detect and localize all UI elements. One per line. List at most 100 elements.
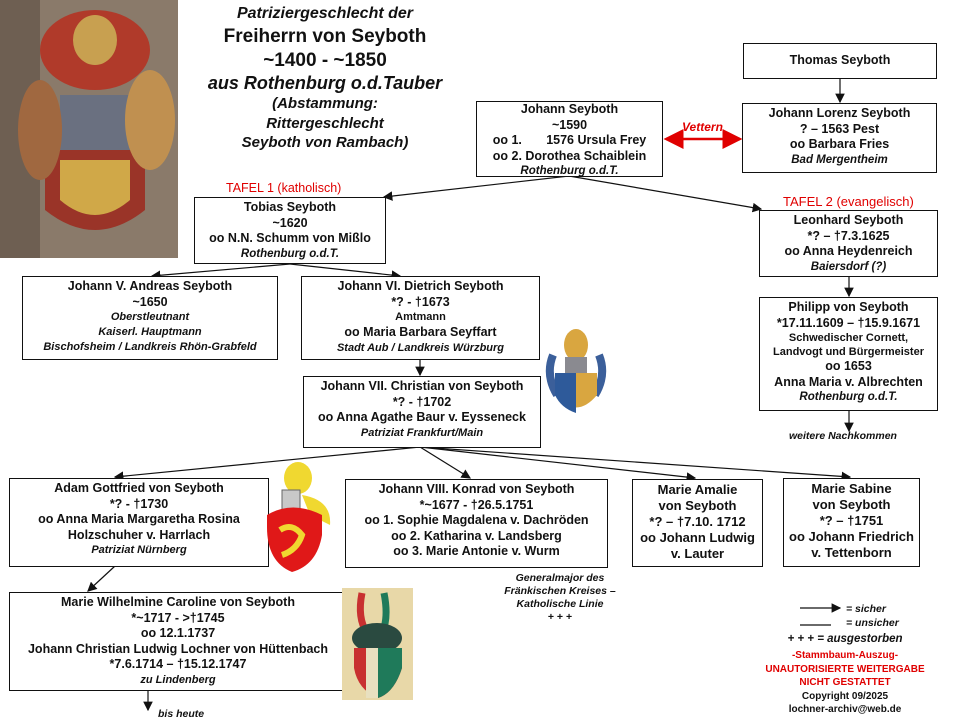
place: Patriziat Frankfurt/Main (360, 426, 484, 439)
place: Patriziat Nürnberg (91, 544, 187, 556)
title-line-5: (Abstammung: (272, 95, 378, 112)
vettern-label: Vettern (682, 120, 723, 134)
dates: *? – †1751 (819, 513, 884, 528)
arrow-christian-amalie (419, 446, 697, 482)
arrow-johann-leonhard (568, 175, 763, 213)
holzschuher-coat-of-arms (267, 462, 331, 572)
person-thomas-seyboth: Thomas Seyboth (743, 43, 937, 79)
occupation-2: Landvogt und Bürgermeister (773, 346, 924, 358)
name: Johann Lorenz Seyboth (768, 106, 911, 120)
dates: *? - †1702 (392, 394, 452, 409)
tafel-1-label: TAFEL 1 (katholisch) (226, 181, 342, 195)
place: Stadt Aub / Landkreis Würzburg (336, 341, 505, 354)
tafel-2-label: TAFEL 2 (evangelisch) (783, 194, 914, 209)
surname: von Seyboth (658, 498, 737, 513)
place: Rothenburg o.d.T. (240, 247, 340, 260)
title-line-1: Patriziergeschlecht der (236, 5, 414, 22)
name: Leonhard Seyboth (793, 213, 904, 227)
carved-coat-of-arms-photo (0, 0, 178, 258)
spouse: oo Anna Heydenreich (784, 244, 913, 258)
legend-ausgestorben: + + + = ausgestorben (787, 633, 903, 645)
name: Johann Seyboth (520, 102, 619, 116)
name: Johann V. Andreas Seyboth (67, 279, 233, 293)
marriage: oo 1653 (825, 359, 872, 373)
place: Bischofsheim / Landkreis Rhön-Grabfeld (43, 341, 257, 353)
title: Kaiserl. Hauptmann (98, 326, 202, 338)
email: lochner-archiv@web.de (788, 704, 902, 715)
copyright: Copyright 09/2025 (801, 690, 889, 702)
spouse: oo N.N. Schumm von Mißlo (209, 231, 371, 245)
note-line: Katholische Linie (516, 598, 604, 610)
legend-sicher: = sicher (846, 603, 886, 615)
arrow-tobias-andreas (150, 263, 291, 281)
person-johann-vii-christian-von-seyboth: Johann VII. Christian von Seyboth*? - †1… (303, 376, 541, 448)
person-philipp-von-seyboth: Philipp von Seyboth*17.11.1609 – †15.9.1… (759, 297, 938, 411)
person-johann-viii-konrad-von-seyboth: Johann VIII. Konrad von Seyboth*~1677 - … (345, 479, 608, 568)
weitere-nachkommen-label: weitere Nachkommen (789, 430, 897, 442)
title-line-6: Rittergeschlecht (266, 115, 384, 132)
title-line-4: aus Rothenburg o.d.Tauber (207, 73, 443, 93)
place: Baiersdorf (?) (810, 260, 887, 273)
note-line: Fränkischen Kreises – (504, 585, 616, 597)
dates: ~1620 (272, 215, 308, 230)
dates: ~1650 (132, 294, 168, 309)
spouse-1: oo 1. 1576 Ursula Frey (492, 133, 647, 147)
name: Tobias Seyboth (243, 200, 337, 214)
name: Johann VIII. Konrad von Seyboth (378, 482, 575, 496)
arrow-christian-adam (113, 446, 421, 481)
spouse-2: v. Tettenborn (811, 545, 892, 560)
arrow-christian-sabine (419, 446, 852, 482)
occupation: Amtmann (395, 311, 446, 323)
title-line-7: Seyboth von Rambach) (241, 134, 409, 151)
spouse-2: v. Lauter (670, 546, 725, 561)
unauthorized-warning: UNAUTORISIERTE WEITERGABE (765, 663, 925, 675)
spouse: oo Maria Barbara Seyffart (344, 325, 497, 339)
spouse-dates: *7.6.1714 – †15.12.1747 (109, 657, 247, 671)
title-line-3: ~1400 - ~1850 (263, 50, 387, 71)
spouse-1: oo Johann Ludwig (640, 530, 755, 545)
spouse-2: oo 2. Dorothea Schaiblein (492, 148, 647, 163)
arrow-tobias-dietrich (289, 263, 402, 280)
name: Johann VII. Christian von Seyboth (320, 379, 524, 393)
occupation-1: Schwedischer Cornett, (788, 332, 909, 344)
extinct-mark: + + + (547, 611, 573, 623)
dates: *? - †1673 (391, 294, 450, 309)
name: Johann VI. Dietrich Seyboth (337, 279, 504, 293)
title-line-2: Freiherrn von Seyboth (223, 26, 427, 47)
dates: ? – 1563 Pest (799, 121, 880, 136)
dates: *? – †7.3.1625 (807, 228, 890, 243)
marriage: oo 12.1.1737 (140, 626, 216, 640)
spouse-1: oo Johann Friedrich (789, 529, 914, 544)
arrow-christian-konrad (419, 446, 472, 479)
dates: *? – †7.10. 1712 (649, 514, 746, 529)
spouse: Anna Maria v. Albrechten (774, 374, 923, 389)
not-permitted: NICHT GESTATTET (799, 677, 891, 688)
name: Marie Amalie (657, 482, 738, 497)
dates: *~1677 - †26.5.1751 (419, 497, 534, 512)
spouse-2: Holzschuher v. Harrlach (67, 527, 211, 542)
spouse-2: oo 2. Katharina v. Landsberg (391, 528, 562, 543)
note-line: Generalmajor des (515, 572, 605, 584)
rank: Oberstleutnant (110, 311, 190, 323)
person-marie-wilhelmine-caroline-von-seyboth: Marie Wilhelmine Caroline von Seyboth*~1… (9, 592, 347, 691)
legend-unsicher: = unsicher (846, 617, 899, 629)
dates: ~1590 (551, 117, 588, 132)
name: Adam Gottfried von Seyboth (54, 481, 224, 495)
name: Marie Wilhelmine Caroline von Seyboth (61, 595, 295, 609)
arrow-johann-tobias (382, 175, 570, 201)
spouse-3: oo 3. Marie Antonie v. Wurm (393, 544, 560, 558)
name: Marie Sabine (811, 481, 892, 496)
dates: *17.11.1609 – †15.9.1671 (776, 315, 921, 330)
name: Philipp von Seyboth (788, 300, 909, 314)
dates: *? - †1730 (109, 496, 169, 511)
spouse: oo Anna Agathe Baur v. Eysseneck (318, 410, 526, 424)
